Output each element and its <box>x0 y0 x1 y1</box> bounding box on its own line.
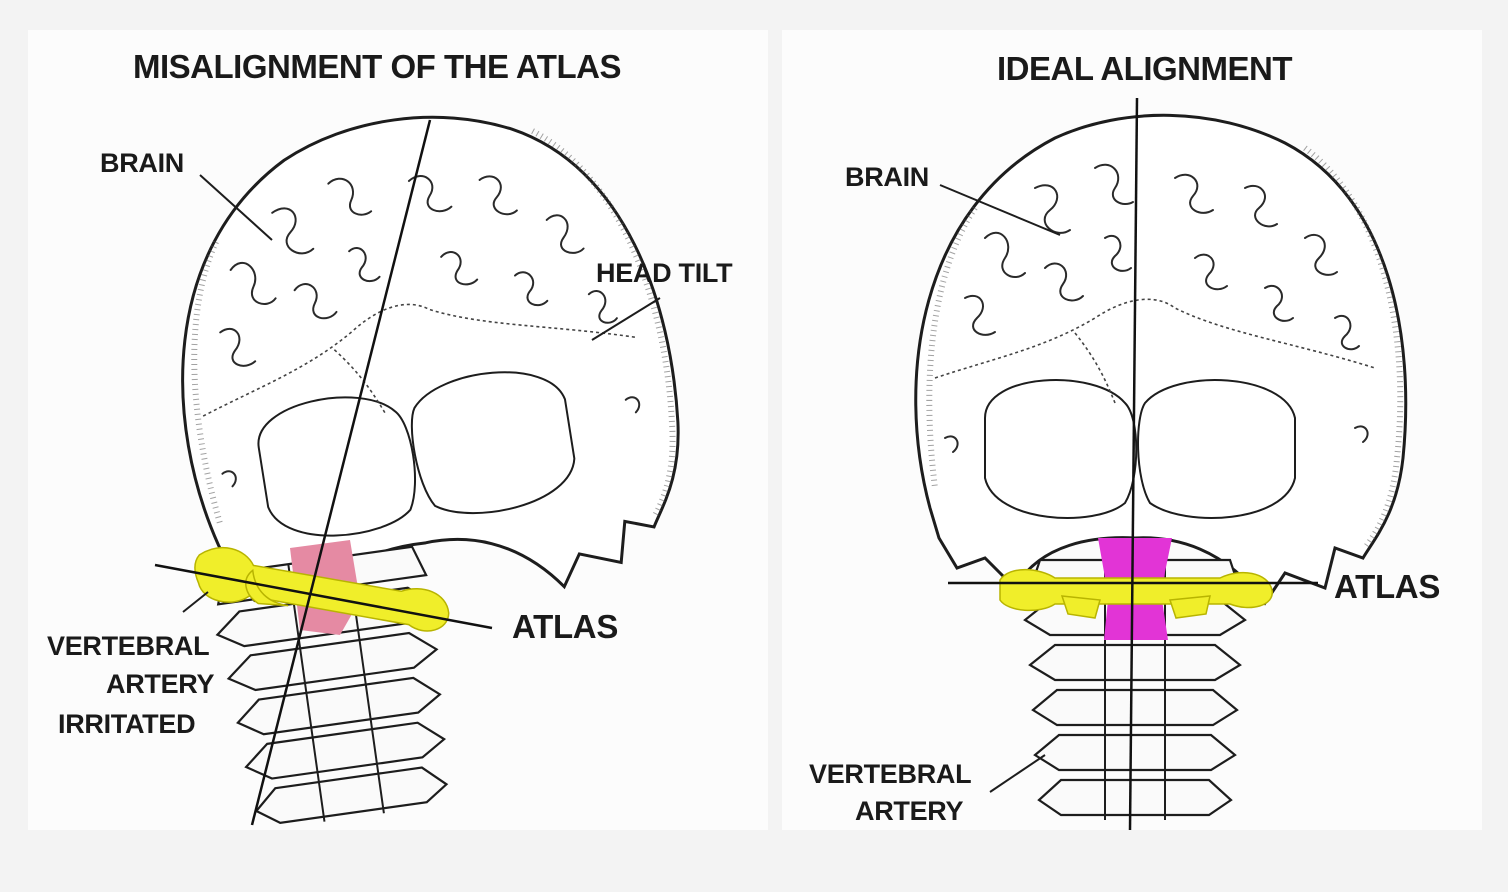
left-head-tilt-label: HEAD TILT <box>596 258 733 288</box>
right-title: IDEAL ALIGNMENT <box>997 50 1292 87</box>
left-artery-label-line2: ARTERY <box>106 669 214 699</box>
left-title: MISALIGNMENT OF THE ATLAS <box>133 48 621 85</box>
right-brain-leader <box>939 184 1061 236</box>
right-brain-label: BRAIN <box>845 162 929 192</box>
right-head-axis-line <box>1128 97 1139 831</box>
right-atlas-label: ATLAS <box>1334 568 1440 605</box>
right-artery-label-line2: ARTERY <box>855 796 963 826</box>
left-atlas-label: ATLAS <box>512 608 618 645</box>
left-headtilt-leader <box>591 297 661 341</box>
left-head-axis-line <box>250 119 432 826</box>
left-artery-label-line1: VERTEBRAL <box>47 631 209 661</box>
left-atlas-axis-line <box>154 563 493 630</box>
left-artery-label-line3: IRRITATED <box>58 709 195 739</box>
left-brain-label: BRAIN <box>100 148 184 178</box>
right-artery-label-line1: VERTEBRAL <box>809 759 971 789</box>
right-atlas-bone <box>999 568 1273 619</box>
left-artery-leader <box>182 591 209 613</box>
left-atlas-bone <box>194 546 450 632</box>
right-artery-leader <box>989 754 1046 793</box>
right-skull-illustration <box>916 115 1406 603</box>
left-brain-leader <box>199 174 273 241</box>
